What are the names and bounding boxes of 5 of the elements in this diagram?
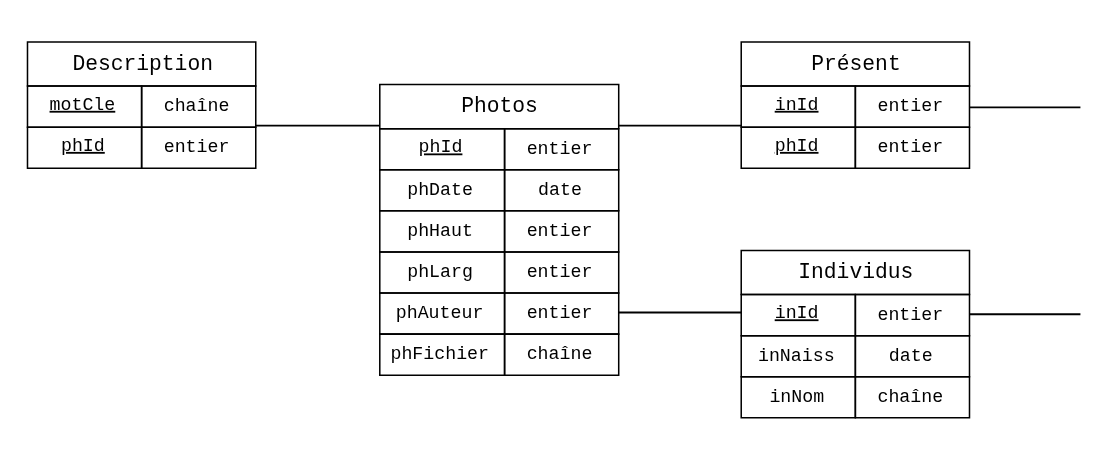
- connector: [968, 106, 1082, 109]
- connector: [968, 313, 1082, 316]
- connector: [254, 124, 381, 127]
- connector: [617, 124, 743, 127]
- connector: [617, 311, 743, 314]
